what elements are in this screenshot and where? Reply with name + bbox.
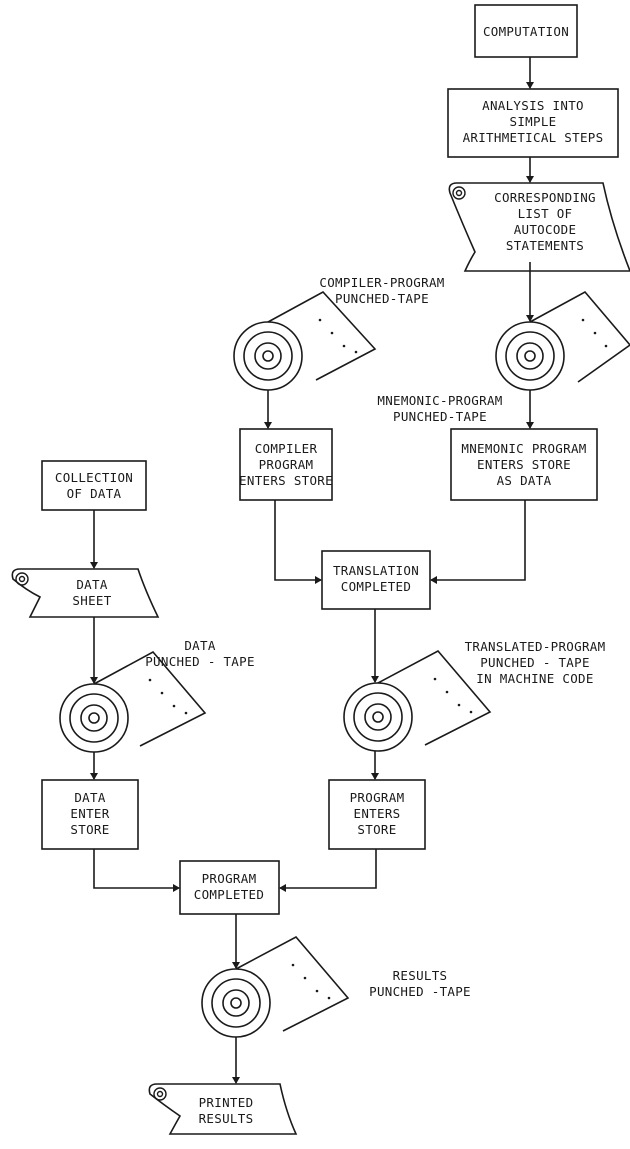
mnemonic-tape-label-line: MNEMONIC-PROGRAM xyxy=(377,393,502,409)
analysis-label-line: SIMPLE xyxy=(463,114,604,130)
computation-label: COMPUTATION xyxy=(483,24,569,40)
translation-label-line: COMPLETED xyxy=(333,579,419,595)
program-completed-label-line: PROGRAM xyxy=(194,871,264,887)
analysis-label-line: ANALYSIS INTO xyxy=(463,98,604,114)
translated-tape-label-line: PUNCHED - TAPE xyxy=(465,655,606,671)
mnemonic-tape-label-line: PUNCHED-TAPE xyxy=(377,409,502,425)
autocode-list-label-line: AUTOCODE xyxy=(494,222,596,238)
mnemonic-tape-roll-icon xyxy=(496,292,630,390)
data-enter-label-line: ENTER xyxy=(70,806,109,822)
autocode-list-label-line: STATEMENTS xyxy=(494,238,596,254)
data-enter-label-line: STORE xyxy=(70,822,109,838)
compiler-enters-label-line: PROGRAM xyxy=(239,457,333,473)
compiler-enters-label-line: COMPILER xyxy=(239,441,333,457)
autocode-list-label-line: CORRESPONDING xyxy=(494,190,596,206)
printed-results-label-line: PRINTED xyxy=(199,1095,254,1111)
translated-tape-label-line: TRANSLATED-PROGRAM xyxy=(465,639,606,655)
autocode-list-label-line: LIST OF xyxy=(494,206,596,222)
results-tape-label-line: PUNCHED -TAPE xyxy=(369,984,471,1000)
mnemonic-enters-label-line: MNEMONIC PROGRAM xyxy=(461,441,586,457)
program-enters-label-line: PROGRAM xyxy=(350,790,405,806)
compiler-enters-label-line: ENTERS STORE xyxy=(239,473,333,489)
mnemonic-enters-label-line: AS DATA xyxy=(461,473,586,489)
data-sheet-label-line: SHEET xyxy=(72,593,111,609)
program-completed-label-line: COMPLETED xyxy=(194,887,264,903)
results-tape-roll-icon xyxy=(202,937,348,1037)
printed-results-label-line: RESULTS xyxy=(199,1111,254,1127)
program-enters-label-line: ENTERS xyxy=(350,806,405,822)
compiler-tape-label-line: COMPILER-PROGRAM xyxy=(319,275,444,291)
translated-tape-label-line: IN MACHINE CODE xyxy=(465,671,606,687)
collection-label-line: COLLECTION xyxy=(55,470,133,486)
data-tape-label-line: PUNCHED - TAPE xyxy=(145,654,255,670)
program-enters-label-line: STORE xyxy=(350,822,405,838)
compiler-tape-label-line: PUNCHED-TAPE xyxy=(319,291,444,307)
data-tape-label-line: DATA xyxy=(145,638,255,654)
collection-label-line: OF DATA xyxy=(55,486,133,502)
data-sheet-label-line: DATA xyxy=(72,577,111,593)
data-enter-label-line: DATA xyxy=(70,790,109,806)
results-tape-label-line: RESULTS xyxy=(369,968,471,984)
translation-label-line: TRANSLATION xyxy=(333,563,419,579)
computation-label-line: COMPUTATION xyxy=(483,24,569,40)
analysis-label-line: ARITHMETICAL STEPS xyxy=(463,130,604,146)
mnemonic-enters-label-line: ENTERS STORE xyxy=(461,457,586,473)
